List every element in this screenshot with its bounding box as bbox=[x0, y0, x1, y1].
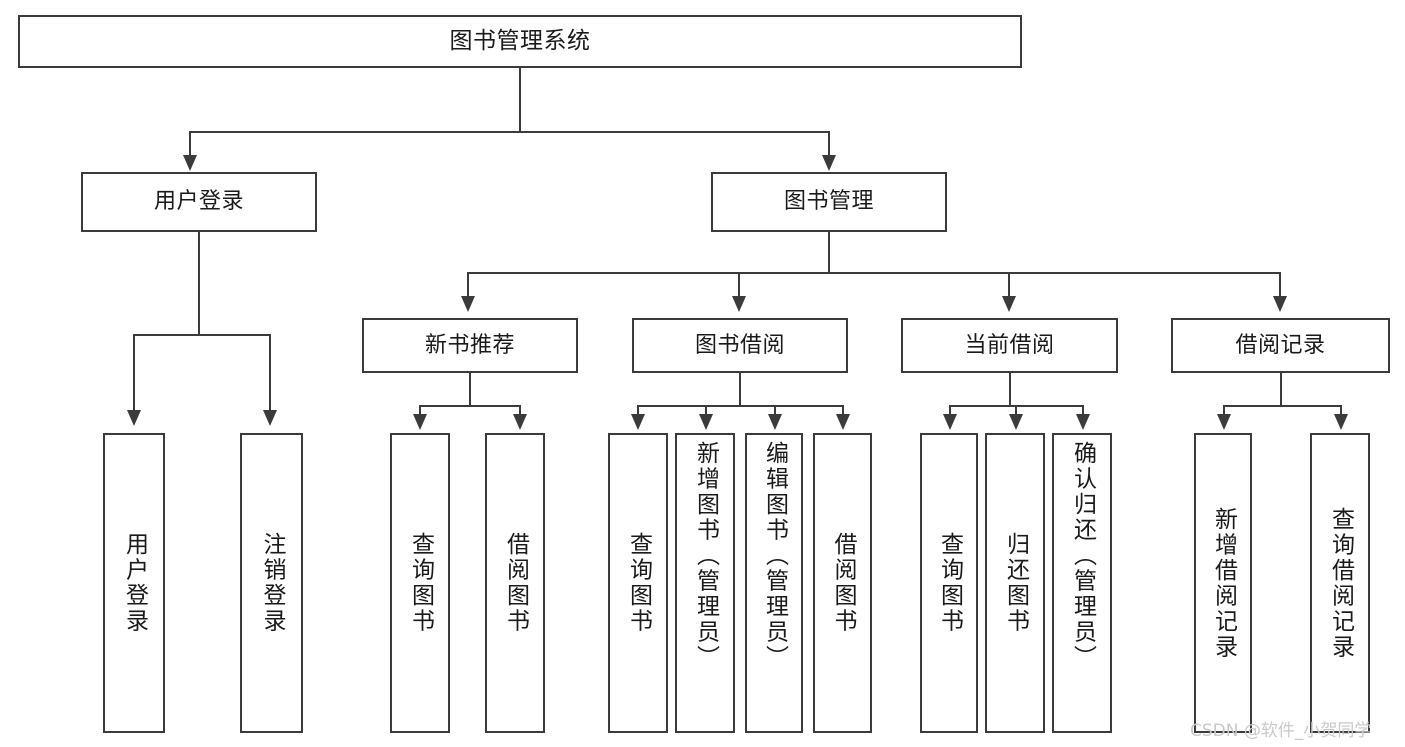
connector-user-login-stem bbox=[198, 232, 200, 336]
node-label: 借阅图书 bbox=[502, 532, 529, 634]
connector-drop-leaf-add-record bbox=[1223, 405, 1225, 417]
node-label: 图书管理 bbox=[783, 189, 874, 215]
csdn-watermark: CSDN @软件_小贺同学 bbox=[1190, 721, 1372, 741]
node-label: 查询借阅记录 bbox=[1327, 506, 1354, 660]
connector-drop-new-book bbox=[467, 272, 469, 298]
connector-drop-leaf-query-book-1 bbox=[419, 405, 421, 417]
arrow-to-current-borrow bbox=[1002, 296, 1016, 312]
connector-drop-leaf-borrow-book-2 bbox=[842, 405, 844, 417]
connector-drop-leaf-query-book-2 bbox=[637, 405, 639, 417]
arrow-to-user-login bbox=[183, 155, 197, 171]
connector-drop-leaf-edit-book bbox=[774, 405, 776, 417]
leaf-logout[interactable]: 注销登录 bbox=[240, 433, 303, 733]
leaf-borrow-book[interactable]: 借阅图书 bbox=[813, 433, 872, 733]
node-label: 编辑图书（管理员） bbox=[761, 441, 788, 671]
leaf-borrow-book-recommend[interactable]: 借阅图书 bbox=[485, 433, 545, 733]
node-label: 确认归还（管理员） bbox=[1069, 441, 1096, 671]
leaf-query-book-borrow[interactable]: 查询图书 bbox=[608, 433, 668, 733]
connector-user-login-bus bbox=[133, 334, 270, 336]
node-label: 新书推荐 bbox=[424, 332, 515, 358]
node-new-book-recommend[interactable]: 新书推荐 bbox=[362, 318, 578, 373]
leaf-user-login[interactable]: 用户登录 bbox=[103, 433, 165, 733]
node-label: 注销登录 bbox=[259, 532, 285, 634]
connector-level3-bus bbox=[467, 272, 1281, 274]
connector-drop-leaf-return-book bbox=[1015, 405, 1017, 417]
node-label: 查询图书 bbox=[407, 532, 434, 634]
connector-borrow-record-stem bbox=[1280, 373, 1282, 407]
node-label: 借阅图书 bbox=[830, 532, 856, 634]
connector-drop-leaf-add-book bbox=[705, 405, 707, 417]
connector-drop-leaf-query-book-3 bbox=[949, 405, 951, 417]
leaf-add-borrow-record[interactable]: 新增借阅记录 bbox=[1194, 433, 1252, 733]
connector-drop-leaf-borrow-book-1 bbox=[519, 405, 521, 417]
arrow-to-leaf-user-login bbox=[127, 410, 141, 426]
node-label: 用户登录 bbox=[153, 189, 244, 215]
node-label: 新增图书（管理员） bbox=[692, 441, 719, 671]
arrow-to-new-book-recommend bbox=[461, 296, 475, 312]
node-borrow-record[interactable]: 借阅记录 bbox=[1171, 318, 1390, 373]
node-user-login[interactable]: 用户登录 bbox=[81, 172, 317, 232]
node-label: 借阅记录 bbox=[1235, 332, 1326, 358]
leaf-query-book-recommend[interactable]: 查询图书 bbox=[390, 433, 450, 733]
connector-level2-bus bbox=[190, 131, 830, 133]
arrow-to-book-management bbox=[822, 155, 836, 171]
node-label: 查询图书 bbox=[625, 532, 652, 634]
connector-root-stem bbox=[519, 68, 521, 132]
arrow-to-leaf-borrow-book-2 bbox=[836, 414, 850, 430]
connector-drop-book-borrow bbox=[738, 272, 740, 298]
connector-drop-book-management bbox=[828, 131, 830, 157]
leaf-query-borrow-record[interactable]: 查询借阅记录 bbox=[1310, 433, 1370, 733]
node-label: 当前借阅 bbox=[964, 332, 1055, 358]
node-book-management[interactable]: 图书管理 bbox=[711, 172, 947, 232]
node-label: 图书管理系统 bbox=[449, 28, 591, 55]
leaf-confirm-return-admin[interactable]: 确认归还（管理员） bbox=[1052, 433, 1112, 733]
arrow-to-leaf-edit-book bbox=[768, 414, 782, 430]
node-label: 用户登录 bbox=[121, 532, 148, 634]
arrow-to-leaf-query-book-2 bbox=[631, 414, 645, 430]
leaf-add-book-admin[interactable]: 新增图书（管理员） bbox=[675, 433, 735, 733]
connector-book-borrow-bus bbox=[637, 405, 843, 407]
node-root-book-management-system[interactable]: 图书管理系统 bbox=[18, 15, 1022, 68]
connector-book-borrow-stem bbox=[739, 373, 741, 407]
arrow-to-leaf-logout bbox=[263, 410, 277, 426]
arrow-to-borrow-record bbox=[1273, 296, 1287, 312]
node-label: 查询图书 bbox=[936, 532, 963, 634]
node-book-borrow[interactable]: 图书借阅 bbox=[632, 318, 848, 373]
connector-drop-current-borrow bbox=[1008, 272, 1010, 298]
arrow-to-leaf-confirm-return bbox=[1076, 414, 1090, 430]
arrow-to-leaf-return-book bbox=[1009, 414, 1023, 430]
leaf-edit-book-admin[interactable]: 编辑图书（管理员） bbox=[745, 433, 803, 733]
arrow-to-leaf-add-record bbox=[1217, 414, 1231, 430]
connector-drop-leaf-user-login bbox=[133, 334, 135, 412]
connector-drop-leaf-query-record bbox=[1340, 405, 1342, 417]
arrow-to-leaf-borrow-book-1 bbox=[513, 414, 527, 430]
connector-borrow-record-bus bbox=[1223, 405, 1341, 407]
node-current-borrow[interactable]: 当前借阅 bbox=[901, 318, 1118, 373]
arrow-to-leaf-query-record bbox=[1334, 414, 1348, 430]
node-label: 图书借阅 bbox=[694, 332, 785, 358]
connector-new-book-bus bbox=[419, 405, 520, 407]
leaf-return-book[interactable]: 归还图书 bbox=[985, 433, 1045, 733]
connector-drop-borrow-record bbox=[1279, 272, 1281, 298]
arrow-to-leaf-query-book-1 bbox=[413, 414, 427, 430]
connector-drop-leaf-logout bbox=[269, 334, 271, 412]
connector-new-book-stem bbox=[469, 373, 471, 407]
node-label: 新增借阅记录 bbox=[1210, 506, 1237, 660]
connector-book-management-stem bbox=[828, 232, 830, 274]
arrow-to-leaf-add-book bbox=[699, 414, 713, 430]
connector-drop-leaf-confirm-return bbox=[1082, 405, 1084, 417]
connector-drop-user-login bbox=[189, 131, 191, 157]
node-label: 归还图书 bbox=[1002, 532, 1029, 634]
connector-current-borrow-stem bbox=[1009, 373, 1011, 407]
leaf-query-book-current[interactable]: 查询图书 bbox=[920, 433, 978, 733]
arrow-to-leaf-query-book-3 bbox=[943, 414, 957, 430]
arrow-to-book-borrow bbox=[732, 296, 746, 312]
